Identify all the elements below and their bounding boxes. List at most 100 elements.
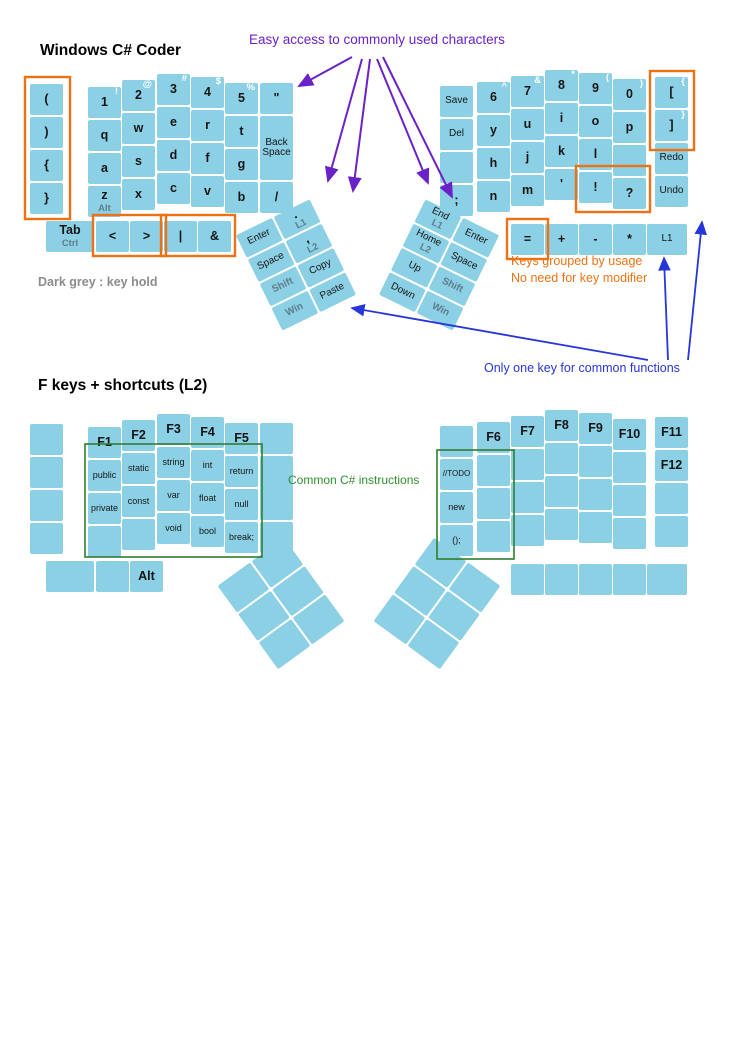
key-shifted-legend: # (181, 73, 187, 84)
key-label: * (627, 231, 632, 246)
key-blank (545, 443, 578, 474)
annotation-keys-grouped: Keys grouped by usage (511, 254, 643, 268)
key-blank: " (260, 83, 293, 114)
key-blank: & (198, 221, 231, 252)
key-t: t (225, 116, 258, 147)
key-blank (613, 518, 646, 549)
key-label: 1 (101, 94, 108, 109)
key-label: [ (669, 84, 674, 99)
key-label: 9 (592, 80, 599, 95)
key-undo: Undo (655, 176, 688, 207)
key-f11: F11 (655, 417, 688, 448)
key-label: { (44, 157, 49, 172)
key-shifted-legend: ) (639, 78, 643, 89)
key-blank (511, 564, 544, 595)
key-hold-label: L1 (429, 216, 445, 232)
key-label: u (523, 116, 532, 131)
key-label: s (135, 153, 142, 168)
key-k: k (545, 136, 578, 167)
key-label: break; (228, 531, 254, 542)
key-blank (440, 152, 473, 183)
key-label: ] (669, 117, 674, 132)
key-label: d (169, 147, 178, 162)
key-label: Del (448, 128, 464, 140)
key-label: + (557, 231, 566, 246)
key-label: e (170, 114, 177, 129)
key-label: - (593, 231, 598, 246)
key-label: 5 (238, 90, 245, 105)
key-p: p (613, 112, 646, 143)
key-label: g (237, 156, 246, 171)
key-label: (); (452, 534, 461, 545)
key-2: @2 (122, 80, 155, 111)
key-label: ) (44, 124, 49, 139)
key-w: w (122, 113, 155, 144)
key-label: F7 (520, 423, 535, 438)
key-blank (655, 516, 688, 547)
key-u: u (511, 109, 544, 140)
key-label: Shift (270, 275, 296, 296)
key-f4: F4 (191, 417, 224, 448)
key-m: m (511, 175, 544, 206)
key-label: ' (560, 176, 563, 191)
key-blank: | (164, 221, 197, 252)
key-blank (511, 449, 544, 480)
key-break: break; (225, 522, 258, 553)
key-label: F5 (234, 430, 249, 445)
key-blank (440, 426, 473, 457)
key-label: Enter (245, 226, 273, 248)
key-a: a (88, 153, 121, 184)
key-label: w (133, 120, 144, 135)
annotation-easy-access: Easy access to commonly used characters (249, 32, 505, 47)
key-blank: ' (545, 169, 578, 200)
key-blank (30, 490, 63, 521)
key-label: Win (429, 300, 452, 319)
key-label: _ (626, 152, 633, 167)
key-shifted-legend: { (681, 76, 685, 87)
key-label: F8 (554, 417, 569, 432)
key-shifted-legend: $ (215, 76, 221, 87)
key-label: 7 (524, 83, 531, 98)
key-label: F9 (588, 420, 603, 435)
key-label: y (490, 122, 497, 137)
key-9: (9 (579, 73, 612, 104)
key-label: t (239, 123, 244, 138)
key-blank (511, 482, 544, 513)
key-label: new (448, 501, 465, 512)
key-label: ( (44, 91, 49, 106)
annotation-no-modifier: No need for key modifier (511, 271, 648, 285)
key-label: a (101, 160, 108, 175)
key-label: Shift (439, 275, 465, 296)
key-blank (579, 446, 612, 477)
key-label: i (559, 110, 564, 125)
key-label: Up (406, 259, 423, 275)
key-float: float (191, 483, 224, 514)
key-hold-label: Ctrl (61, 237, 79, 249)
key-var: var (157, 480, 190, 511)
key-alt: Alt (130, 561, 163, 592)
key-redo: Redo (655, 143, 688, 174)
key-blank (511, 515, 544, 546)
key-x: x (122, 179, 155, 210)
key-label: f (205, 150, 210, 165)
key-label: public (92, 469, 117, 480)
key-label: / (274, 189, 279, 204)
key-e: e (157, 107, 190, 138)
key-label: " (273, 90, 280, 105)
key-label: Down (388, 280, 417, 303)
key-bool: bool (191, 516, 224, 547)
key-label: F4 (200, 424, 215, 439)
key-label: F1 (97, 434, 112, 449)
key-h: h (477, 148, 510, 179)
key-blank (477, 521, 510, 552)
right-thumb-cluster (373, 537, 501, 670)
key-blank: }] (655, 110, 688, 141)
key-shifted-legend: & (534, 75, 541, 86)
key-label: F6 (486, 429, 501, 444)
key-static: static (122, 453, 155, 484)
key-blank (579, 564, 612, 595)
key-blank (613, 485, 646, 516)
key-blank: * (613, 224, 646, 255)
key-blank (613, 452, 646, 483)
key-string: string (157, 447, 190, 478)
